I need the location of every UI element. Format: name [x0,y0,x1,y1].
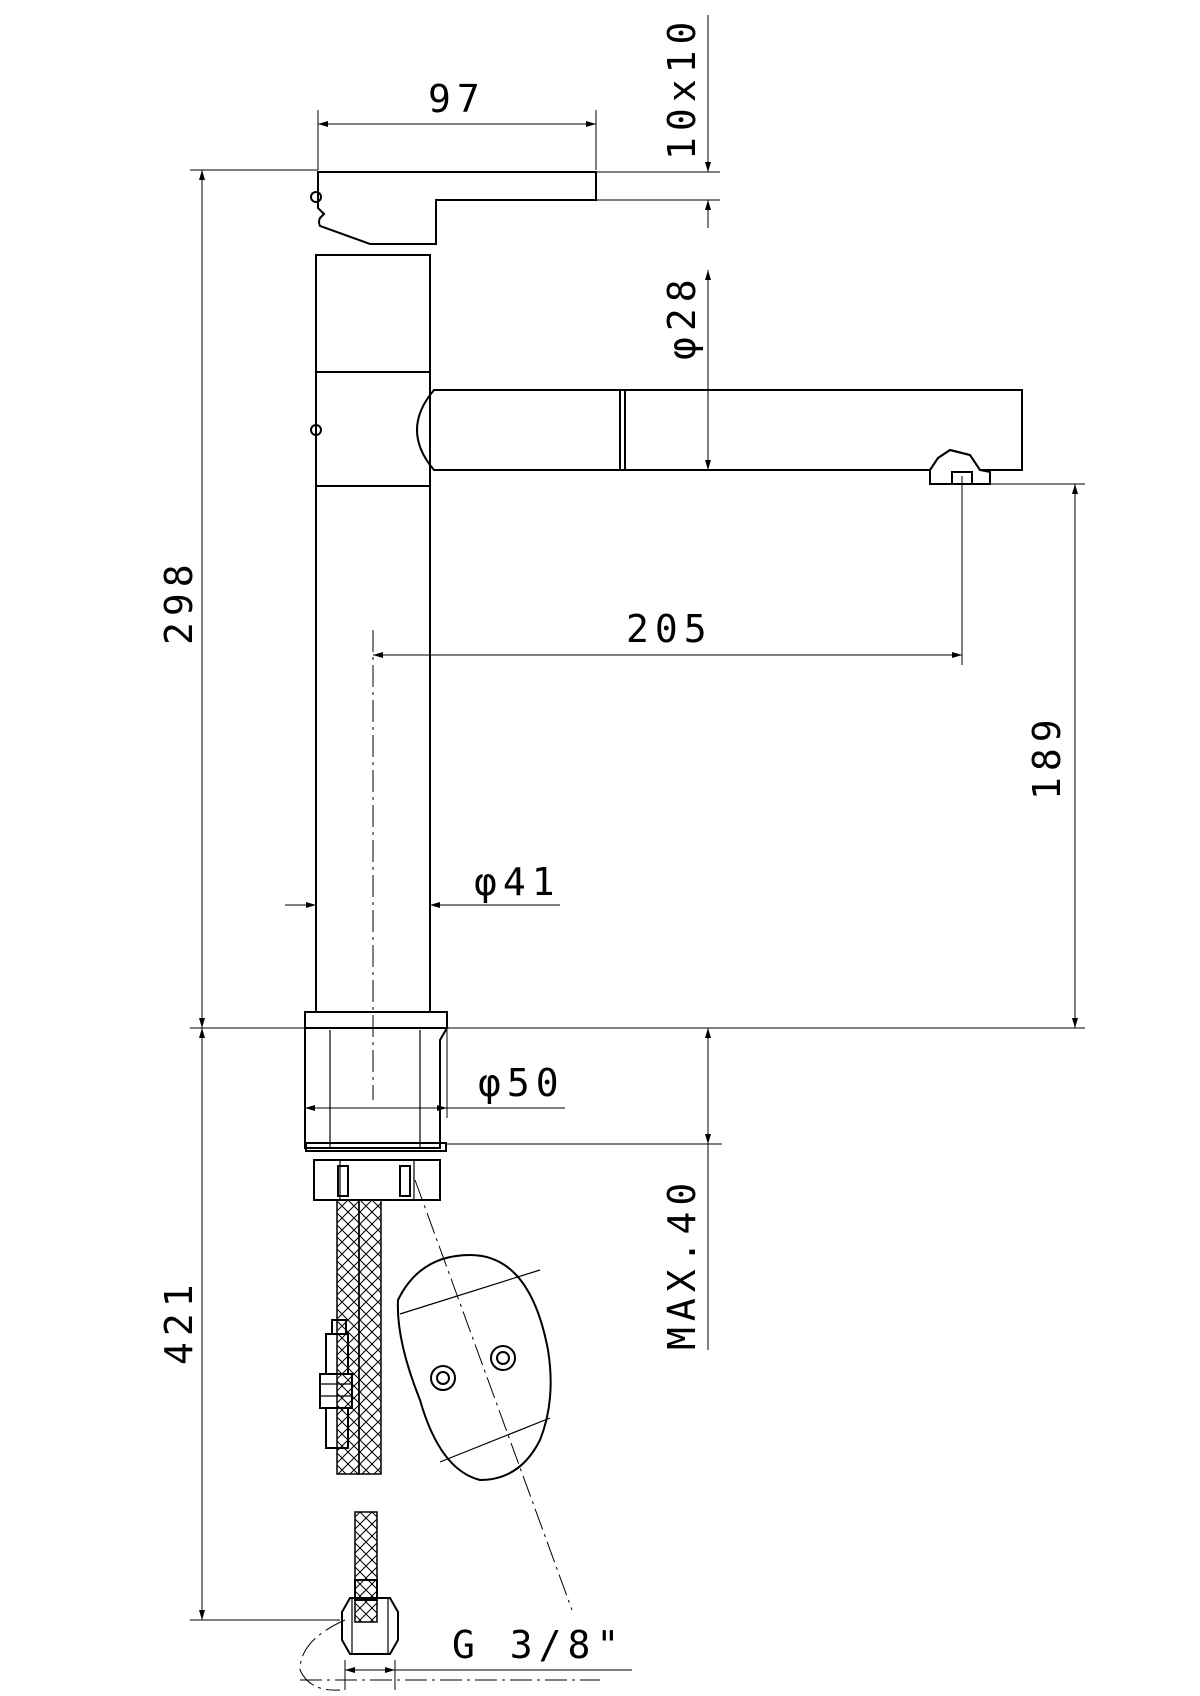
base-ring [304,1011,448,1029]
faucet-lever-handle [310,171,597,245]
centre-lines [300,630,600,1681]
label-connection-thread: G 3/8" [452,1623,625,1667]
dim-lever-thickness: 10x10 [596,15,720,228]
label-body-diameter: φ41 [474,860,561,904]
dim-body-diameter: φ41 [285,860,561,908]
hose-inline-fitting [319,1319,353,1449]
mounting-shank [304,1027,449,1152]
label-total-height: 298 [157,558,201,645]
dim-max-deck-thickness: MAX.40 [447,1028,722,1350]
dim-spout-height: 189 [447,483,1085,1029]
dim-lever-width: 97 [317,77,597,170]
dim-hose-length: 421 [157,1028,340,1621]
label-base-diameter: φ50 [478,1061,565,1105]
dim-base-diameter: φ50 [304,1030,565,1118]
label-spout-reach: 205 [626,607,713,651]
label-spout-diameter: φ28 [660,273,704,360]
label-lever-width: 97 [428,77,486,121]
spout-aerator [929,448,991,485]
label-lever-thickness: 10x10 [660,16,704,160]
dim-total-height: 298 [157,169,318,1029]
dim-connection-thread: G 3/8" [344,1623,632,1690]
dim-spout-reach: 205 [373,476,963,665]
fixing-nut [313,1159,441,1201]
label-spout-height: 189 [1025,713,1069,800]
fixing-bracket [396,1253,552,1482]
label-max-deck-thickness: MAX.40 [660,1177,704,1350]
flexible-hose-right [358,1199,382,1475]
label-hose-length: 421 [157,1278,201,1365]
dim-spout-diameter: φ28 [660,270,711,470]
faucet-body-column [310,254,431,1013]
hose-connection-nut [299,1579,399,1691]
faucet-spout [416,389,1023,471]
